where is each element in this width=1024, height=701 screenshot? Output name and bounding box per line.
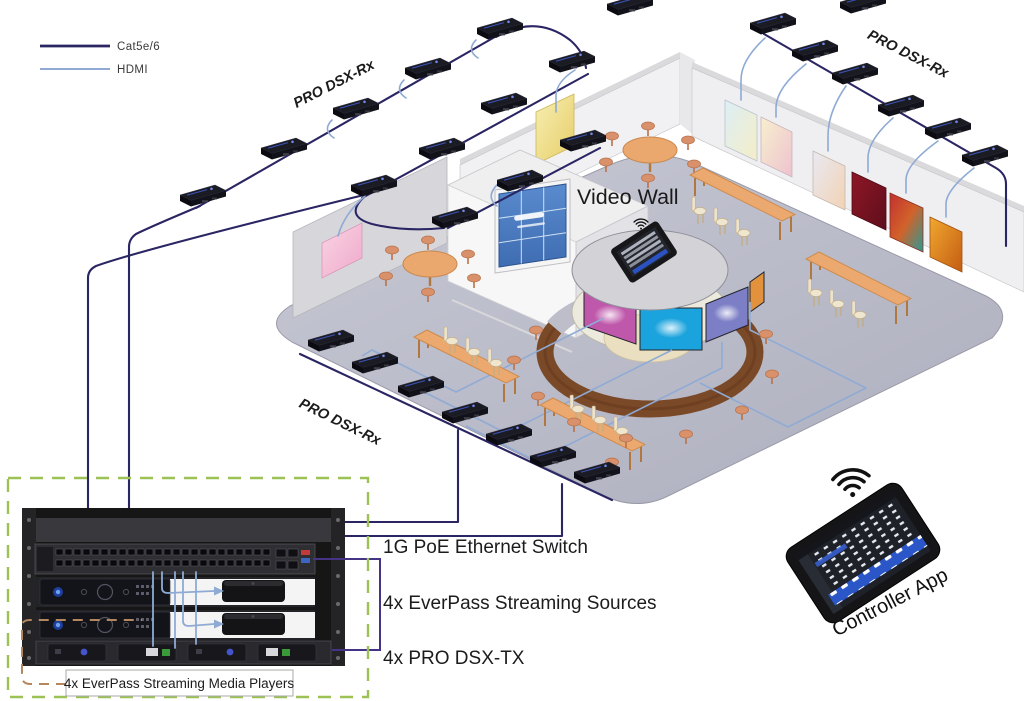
round-table (378, 235, 482, 303)
wall-screen-3 (812, 150, 846, 211)
rack-boundary-dashed (6, 476, 370, 699)
media-players-callout-line (21, 619, 142, 685)
wall-screen-5 (889, 192, 924, 253)
rx-device (839, 0, 887, 15)
rx-device (831, 62, 879, 86)
controller-tablet (785, 482, 941, 624)
rx-group-label-bottom-left: PRO DSX-Rx (296, 396, 384, 450)
rx-device (476, 17, 524, 41)
central-kiosk (571, 218, 765, 363)
wifi-icon (830, 466, 873, 501)
right-wall-screens (724, 99, 963, 273)
rx-device (260, 137, 308, 161)
rx-device (418, 137, 466, 161)
pink-screen (321, 222, 363, 279)
tx-device (117, 643, 177, 662)
legend-hdmi-label: HDMI (117, 64, 148, 76)
legend: Cat5e/6 HDMI (40, 41, 160, 76)
sources-label: 4x EverPass Streaming Sources (383, 593, 657, 614)
rx-device (606, 0, 654, 17)
tx-device (257, 643, 317, 662)
video-wall-label: Video Wall (577, 185, 679, 209)
legend-cat5e-label: Cat5e/6 (117, 41, 160, 53)
rx-device (961, 144, 1009, 168)
rx-device (924, 117, 972, 141)
tx-device (187, 643, 247, 662)
media-players-label: 4x EverPass Streaming Media Players (64, 676, 295, 691)
tx-label: 4x PRO DSX-TX (383, 648, 525, 669)
wall-screen-2 (760, 116, 793, 178)
controller: Controller App (785, 466, 952, 641)
tx-device (47, 643, 107, 662)
kiosk-screen-cyan (639, 307, 703, 351)
streaming-media-player-1 (222, 580, 285, 602)
rx-device (749, 12, 797, 36)
wall-screen-6 (929, 216, 963, 273)
furniture (378, 121, 912, 473)
rack-hdmi-cables (152, 571, 215, 649)
streaming-media-player-2 (222, 613, 285, 635)
round-table (598, 121, 702, 189)
pro-dsx-tx-shelf (35, 640, 332, 665)
streaming-source-row-2 (36, 610, 315, 640)
streaming-source-row-1 (36, 577, 315, 607)
rx-device (791, 39, 839, 63)
switch-label: 1G PoE Ethernet Switch (383, 537, 588, 558)
switch-tx-link-cable (313, 558, 381, 651)
media-players-label-box: 4x EverPass Streaming Media Players (64, 669, 295, 697)
wall-screen-4 (851, 171, 887, 231)
equipment-rack: 4x EverPass Streaming Media Players (6, 476, 381, 699)
poe-ethernet-switch (34, 543, 316, 575)
video-wall-screen (494, 178, 571, 274)
kiosk-screen-purple (705, 286, 749, 343)
hdmi-cables (326, 37, 975, 237)
kiosk-control-tablet (611, 221, 677, 283)
wall-screen-1 (724, 99, 758, 162)
rx-device (548, 50, 596, 74)
